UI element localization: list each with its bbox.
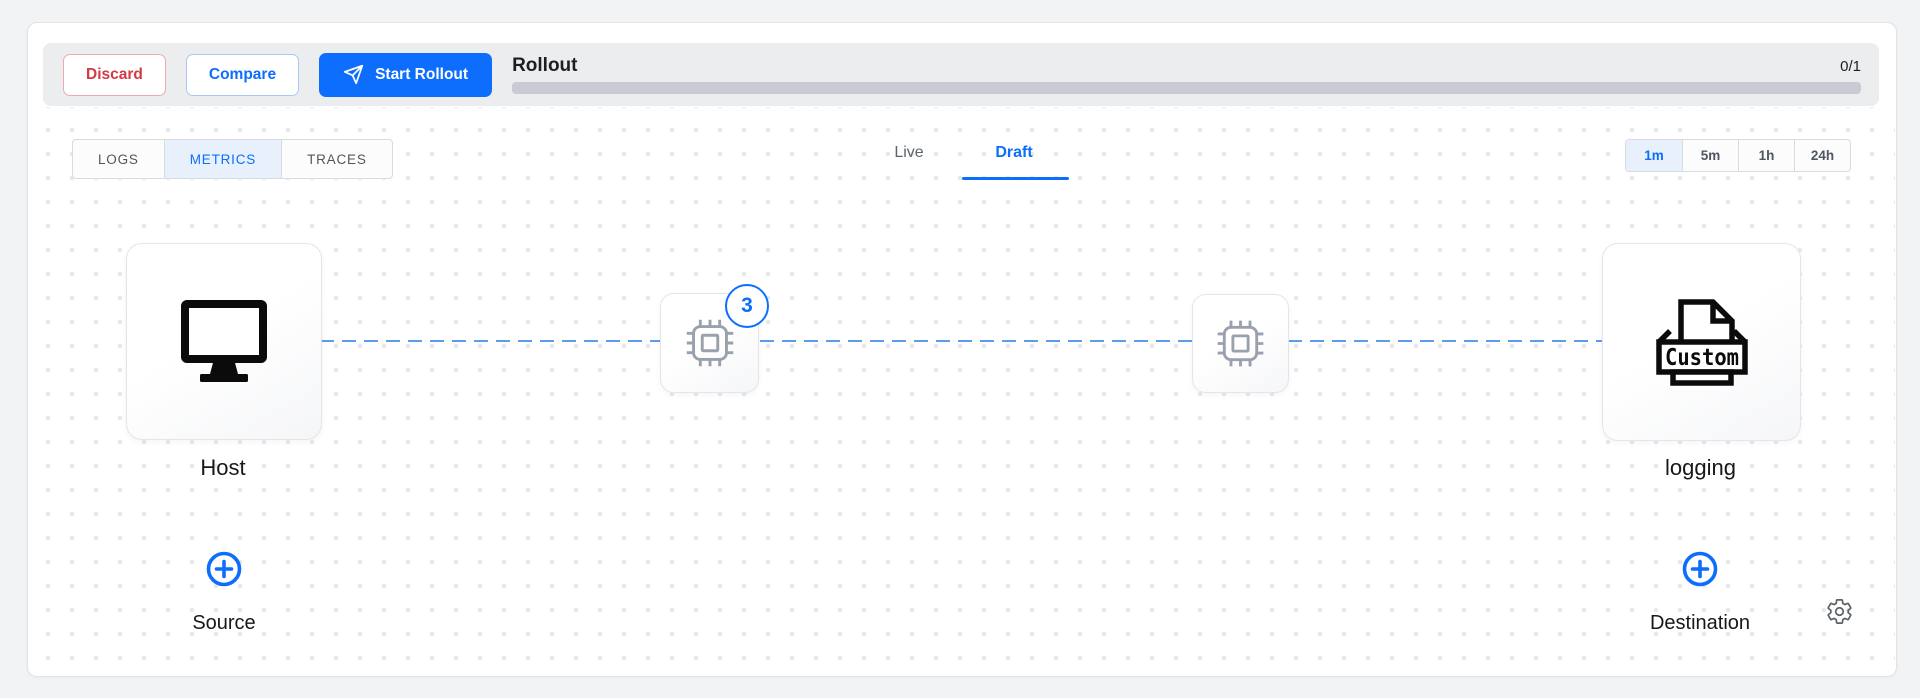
draft-tab-underline — [962, 177, 1069, 180]
source-node-label: Host — [200, 455, 246, 480]
plus-circle-icon — [1680, 549, 1720, 589]
discard-button[interactable]: Discard — [63, 53, 166, 96]
source-node-host[interactable] — [126, 243, 322, 440]
paper-plane-icon — [343, 64, 364, 85]
rollout-count: 0/1 — [1840, 58, 1861, 75]
start-rollout-label: Start Rollout — [375, 65, 469, 83]
time-range-group: 1m 5m 1h 24h — [1625, 139, 1851, 172]
chip-icon — [679, 312, 741, 374]
processor-count-badge[interactable]: 3 — [725, 284, 769, 328]
time-range-5m[interactable]: 5m — [1682, 140, 1738, 171]
custom-icon-text: Custom — [1665, 345, 1739, 371]
tab-metrics[interactable]: METRICS — [163, 140, 282, 178]
start-rollout-button[interactable]: Start Rollout — [319, 52, 493, 97]
time-range-24h[interactable]: 24h — [1794, 140, 1850, 171]
processor-node-2[interactable] — [1192, 294, 1289, 393]
plus-circle-icon — [204, 549, 244, 589]
add-source-label: Source — [192, 612, 256, 634]
rollout-progress-bar — [512, 82, 1861, 94]
rollout-toolbar: Discard Compare Start Rollout Rollout 0/… — [43, 43, 1879, 106]
monitor-icon — [178, 299, 270, 384]
tab-logs[interactable]: LOGS — [73, 140, 164, 178]
rollout-title: Rollout — [512, 55, 578, 76]
destination-node-logging[interactable]: Custom — [1602, 243, 1801, 441]
custom-destination-icon: Custom — [1652, 295, 1752, 389]
processor-node-1[interactable]: 3 — [660, 284, 769, 393]
add-source-button[interactable] — [204, 549, 244, 589]
time-range-1h[interactable]: 1h — [1738, 140, 1794, 171]
time-range-1m[interactable]: 1m — [1626, 140, 1682, 171]
tab-live[interactable]: Live — [888, 143, 929, 163]
pipeline-canvas: LOGS METRICS TRACES Live Draft 1m 5m 1h … — [29, 107, 1895, 675]
tab-draft[interactable]: Draft — [989, 143, 1038, 163]
gear-icon — [1825, 597, 1854, 626]
chip-icon — [1210, 313, 1271, 374]
rollout-status: Rollout 0/1 — [512, 55, 1861, 94]
pipeline-editor-panel: Discard Compare Start Rollout Rollout 0/… — [27, 22, 1897, 677]
add-destination-label: Destination — [1649, 612, 1751, 634]
telemetry-tab-group: LOGS METRICS TRACES — [72, 139, 393, 179]
compare-button[interactable]: Compare — [185, 53, 300, 96]
destination-node-label: logging — [1665, 455, 1736, 480]
add-destination-button[interactable] — [1680, 549, 1720, 589]
pipeline-connector-line — [320, 340, 1602, 342]
settings-button[interactable] — [1825, 597, 1854, 626]
tab-traces[interactable]: TRACES — [281, 140, 392, 178]
